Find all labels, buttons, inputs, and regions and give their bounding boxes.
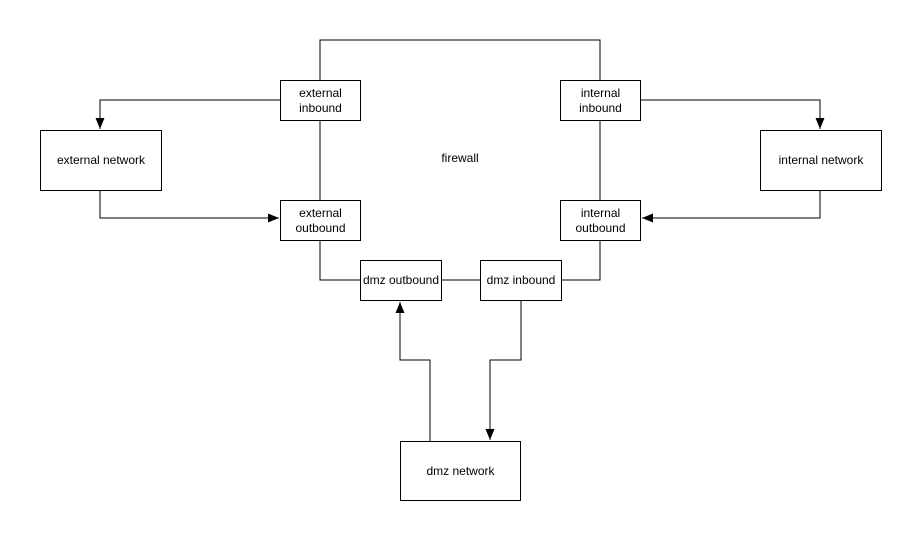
node-label: dmz inbound (486, 273, 556, 287)
arrow-external-network-to-external-outbound (99, 191, 279, 223)
edge-external-outbound-to-dmz-outbound (319, 241, 360, 281)
arrow-external-inbound-to-external-network (95, 99, 280, 129)
arrow-dmz-network-to-dmz-outbound (395, 302, 431, 441)
node-external-outbound: external outbound (280, 200, 361, 241)
arrow-dmz-inbound-to-dmz-network (485, 301, 522, 440)
node-dmz-outbound: dmz outbound (360, 260, 442, 301)
node-label: inbound (579, 100, 622, 115)
edge-firewall-top (319, 39, 601, 80)
node-label: outbound (295, 220, 346, 235)
node-internal-network: internal network (760, 130, 882, 191)
node-label: external (299, 205, 342, 220)
edge-internal-outbound-to-dmz-inbound (562, 241, 601, 281)
node-external-inbound: external inbound (280, 80, 361, 121)
node-external-network: external network (40, 130, 162, 191)
node-label: internal network (778, 153, 864, 167)
firewall-label: firewall (441, 151, 479, 165)
node-dmz-inbound: dmz inbound (480, 260, 562, 301)
node-dmz-network: dmz network (400, 441, 521, 501)
arrow-internal-network-to-internal-outbound (642, 191, 821, 223)
node-label: dmz outbound (362, 273, 440, 287)
node-label: dmz network (426, 463, 495, 478)
arrow-internal-inbound-to-internal-network (641, 99, 825, 129)
node-label: internal (580, 205, 621, 220)
node-label: external network (56, 153, 146, 167)
node-label: internal (580, 85, 621, 100)
node-label: external (299, 85, 342, 100)
node-internal-inbound: internal inbound (560, 80, 641, 121)
node-label: inbound (299, 100, 342, 115)
node-internal-outbound: internal outbound (560, 200, 641, 241)
node-label: outbound (575, 220, 626, 235)
